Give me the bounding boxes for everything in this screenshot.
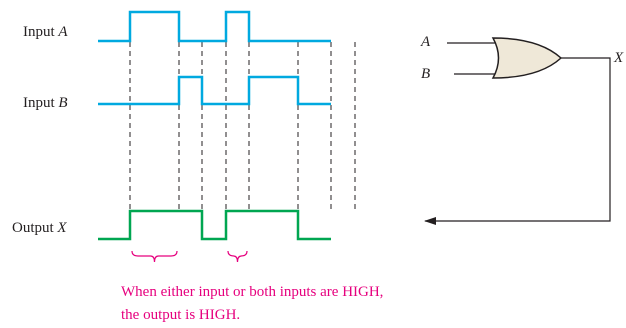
output-x-waveform: [98, 209, 331, 241]
output-x-label-prefix: Output: [12, 220, 57, 236]
high-interval-braces: [131, 250, 248, 263]
gate-input-b-label: B: [421, 66, 430, 82]
high-interval-brace: [131, 250, 178, 263]
gate-input-a-label: A: [420, 34, 431, 50]
input-a-label: Input A: [23, 24, 68, 40]
gate-output-wire: [424, 57, 611, 225]
or-gate-body: [491, 37, 563, 79]
timing-guide-lines: [129, 42, 356, 210]
input-b-label-prefix: Input: [23, 95, 58, 111]
high-interval-brace: [227, 250, 248, 263]
input-b-label-name: B: [58, 95, 67, 111]
gate-output-label: X: [613, 50, 624, 66]
input-b-waveform: [98, 75, 331, 106]
input-b-label: Input B: [23, 95, 68, 111]
note-line-1: When either input or both inputs are HIG…: [121, 284, 383, 300]
input-a-waveform: [98, 10, 331, 43]
input-a-label-prefix: Input: [23, 24, 58, 40]
note-line-2: the output is HIGH.: [121, 307, 240, 323]
or-gate: A B X: [420, 34, 624, 225]
output-x-label: Output X: [12, 220, 67, 236]
output-x-label-name: X: [56, 220, 67, 236]
input-a-label-name: A: [57, 24, 68, 40]
